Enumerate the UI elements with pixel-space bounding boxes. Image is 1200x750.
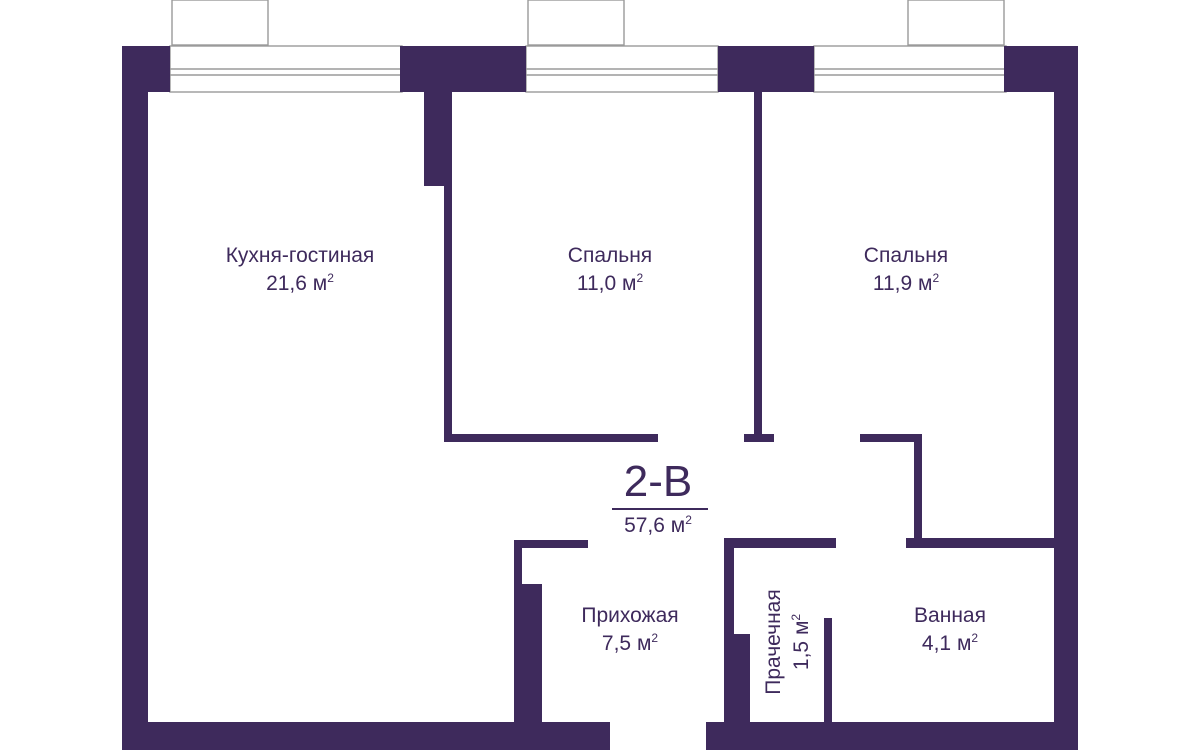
- balcony-left: [171, 0, 269, 46]
- room-name: Прихожая: [581, 604, 679, 627]
- balcony-right: [907, 0, 1005, 46]
- room-label-laundry: Прачечная 1,5 м2: [760, 562, 820, 722]
- room-label-bathroom: Ванная 4,1 м2: [850, 602, 1050, 658]
- balconies: [171, 0, 1005, 46]
- room-name: Кухня-гостиная: [225, 244, 375, 267]
- room-label-hallway: Прихожая 7,5 м2: [530, 602, 730, 658]
- room-area: 7,5 м2: [601, 631, 659, 655]
- room-area: 4,1 м2: [921, 631, 979, 655]
- windows: [169, 45, 1007, 93]
- room-name: Спальня: [567, 244, 653, 267]
- balcony-middle: [527, 0, 625, 46]
- room-label-kitchen-living: Кухня-гостиная 21,6 м2: [200, 242, 400, 298]
- room-area: 11,9 м2: [872, 271, 940, 295]
- room-name: Спальня: [863, 244, 949, 267]
- room-area: 1,5 м2: [789, 613, 813, 671]
- apartment-total-area: 57,6 м2: [624, 513, 692, 537]
- room-area: 21,6 м2: [266, 271, 334, 295]
- room-label-bedroom-1: Спальня 11,0 м2: [510, 242, 710, 298]
- room-name: Прачечная: [762, 589, 785, 695]
- room-label-bedroom-2: Спальня 11,9 м2: [806, 242, 1006, 298]
- walls: [122, 46, 1078, 750]
- room-area: 11,0 м2: [576, 271, 644, 295]
- apartment-code-divider: [612, 508, 708, 510]
- apartment-code: 2-В: [623, 457, 693, 506]
- room-name: Ванная: [914, 604, 986, 627]
